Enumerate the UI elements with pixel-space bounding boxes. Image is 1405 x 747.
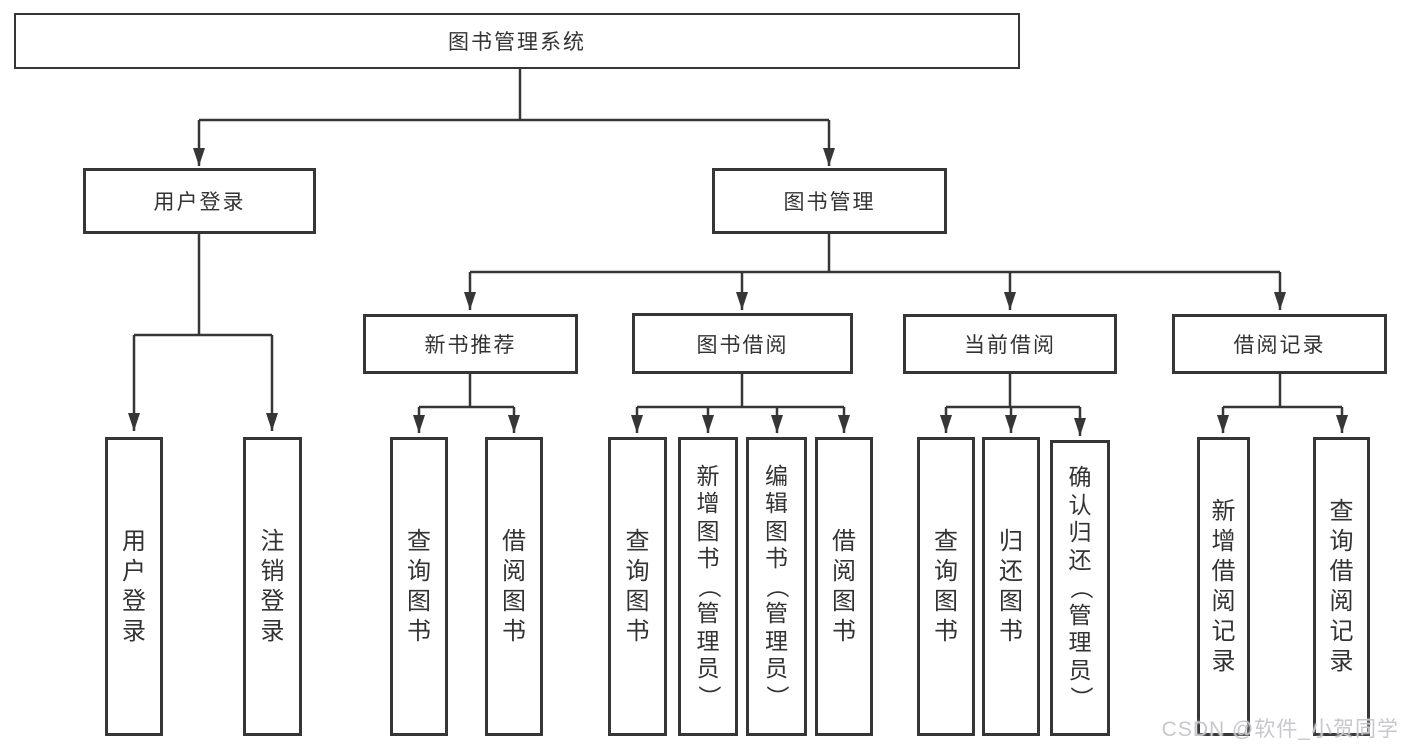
leaf-query-book-a-label: 查询图书 [407,527,431,645]
leaf-user-login-label: 用户登录 [122,527,146,645]
node-user-login: 用户登录 [83,168,316,234]
leaf-query-book-c: 查询图书 [917,437,975,736]
leaf-logout-login-label: 注销登录 [260,527,285,645]
node-book-management: 图书管理 [712,168,947,234]
node-book-borrow-label: 图书借阅 [696,333,789,357]
leaf-borrow-book-a: 借阅图书 [485,437,543,736]
leaf-query-book-b: 查询图书 [608,437,667,736]
node-borrow-record: 借阅记录 [1172,314,1387,374]
leaf-return-book-label: 归还图书 [999,527,1023,645]
leaf-return-book: 归还图书 [982,437,1040,736]
leaf-logout-login: 注销登录 [243,437,302,736]
leaf-query-book-a: 查询图书 [390,437,448,736]
node-user-login-label: 用户登录 [153,191,246,214]
node-new-book-recommend-label: 新书推荐 [424,334,517,357]
leaf-add-borrow-record: 新增借阅记录 [1197,437,1250,736]
node-new-book-recommend: 新书推荐 [363,314,578,374]
watermark: CSDN @软件_小贺同学 [1161,718,1399,741]
leaf-query-book-b-label: 查询图书 [625,527,650,645]
node-root-label: 图书管理系统 [448,31,586,54]
node-current-borrow-label: 当前借阅 [964,334,1056,357]
node-book-management-label: 图书管理 [783,191,876,214]
leaf-query-book-c-label: 查询图书 [934,527,958,645]
connectors [128,68,1348,436]
leaf-borrow-book-b: 借阅图书 [815,437,873,736]
leaf-query-borrow-record-label: 查询借阅记录 [1329,497,1354,675]
leaf-edit-book-admin-label: 编辑图书（管理员） [764,462,791,708]
node-borrow-record-label: 借阅记录 [1233,334,1326,357]
leaf-borrow-book-b-label: 借阅图书 [832,527,856,645]
node-root: 图书管理系统 [14,13,1020,69]
leaf-add-book-admin: 新增图书（管理员） [678,437,738,736]
leaf-query-borrow-record: 查询借阅记录 [1313,437,1370,736]
leaf-confirm-return-admin-label: 确认归还（管理员） [1067,464,1094,710]
node-book-borrow: 图书借阅 [632,313,853,374]
leaf-confirm-return-admin: 确认归还（管理员） [1050,440,1110,736]
leaf-user-login: 用户登录 [105,437,163,736]
leaf-add-book-admin-label: 新增图书（管理员） [695,462,722,708]
leaf-add-borrow-record-label: 新增借阅记录 [1211,497,1236,675]
leaf-borrow-book-a-label: 借阅图书 [502,527,526,645]
node-current-borrow: 当前借阅 [903,314,1117,374]
leaf-edit-book-admin: 编辑图书（管理员） [746,437,807,736]
